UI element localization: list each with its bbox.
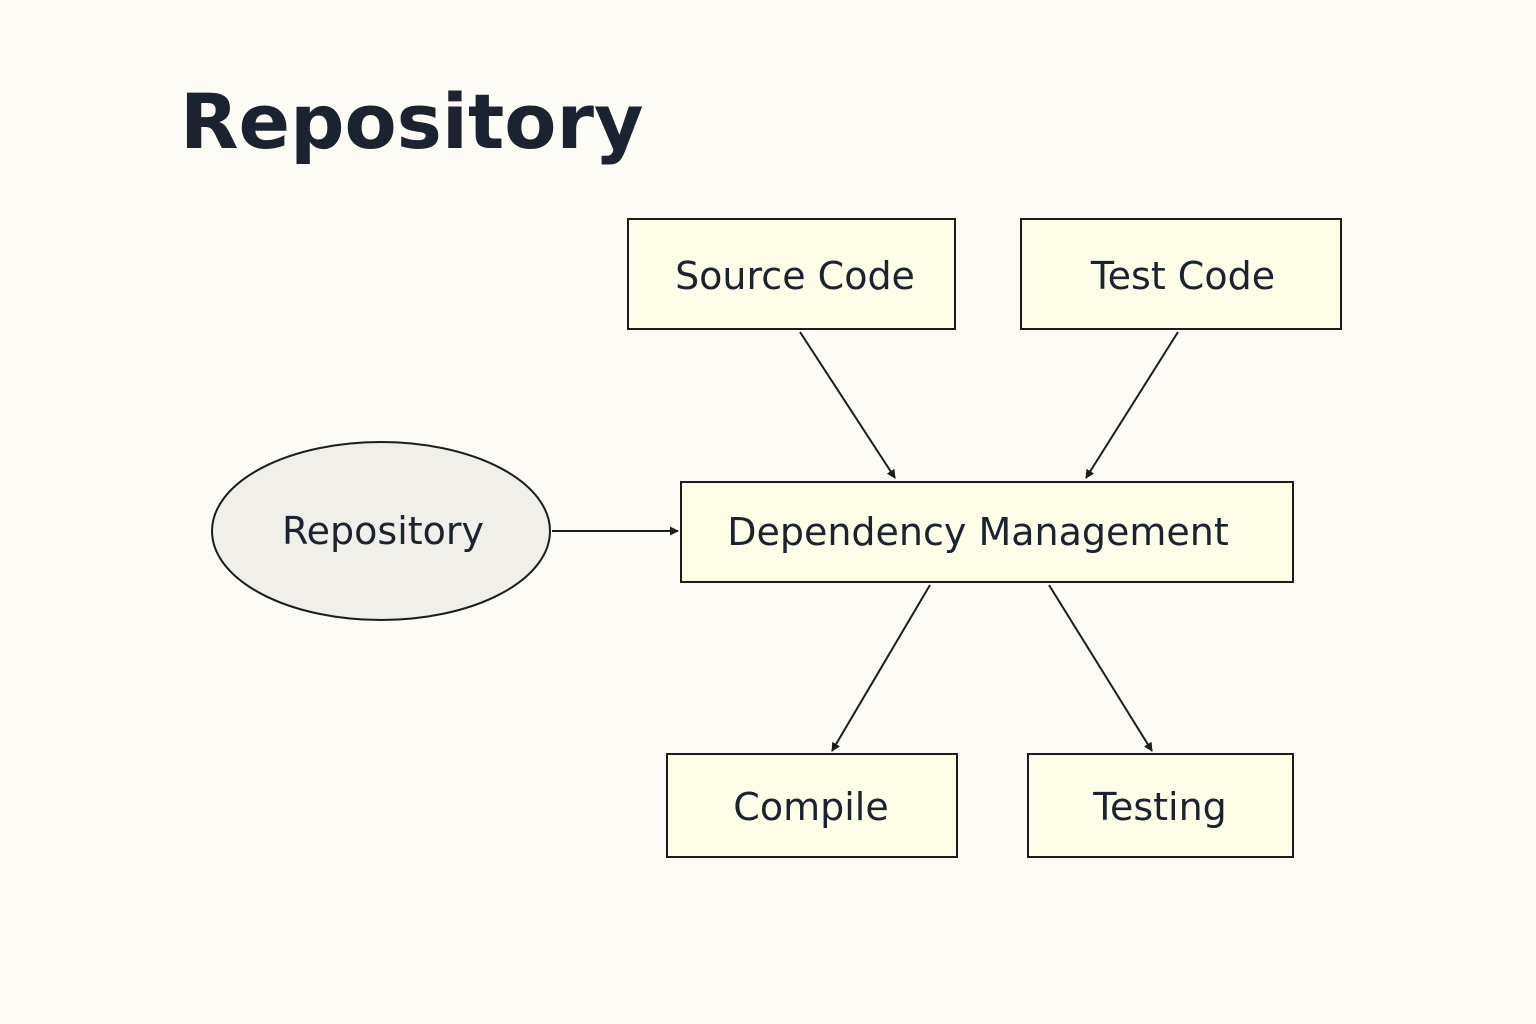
node-test-code-label: Test Code [1090,254,1275,298]
node-testing-label: Testing [1092,785,1227,829]
page-title: Repository [180,77,644,166]
edge-source-code-to-dependency-management [799,331,896,479]
edge-dependency-management-to-testing [1048,584,1153,752]
node-testing: Testing [1027,753,1294,858]
node-compile: Compile [666,753,958,858]
edge-test-code-to-dependency-management [1085,331,1179,479]
node-source-code: Source Code [627,218,956,330]
node-dependency-management: Dependency Management [680,481,1294,583]
node-source-code-label: Source Code [675,254,915,298]
node-repository: Repository [211,441,551,621]
node-test-code: Test Code [1020,218,1342,330]
node-dependency-management-label: Dependency Management [727,510,1229,554]
edge-dependency-management-to-compile [831,584,931,752]
node-repository-label: Repository [282,509,484,553]
node-compile-label: Compile [733,785,888,829]
